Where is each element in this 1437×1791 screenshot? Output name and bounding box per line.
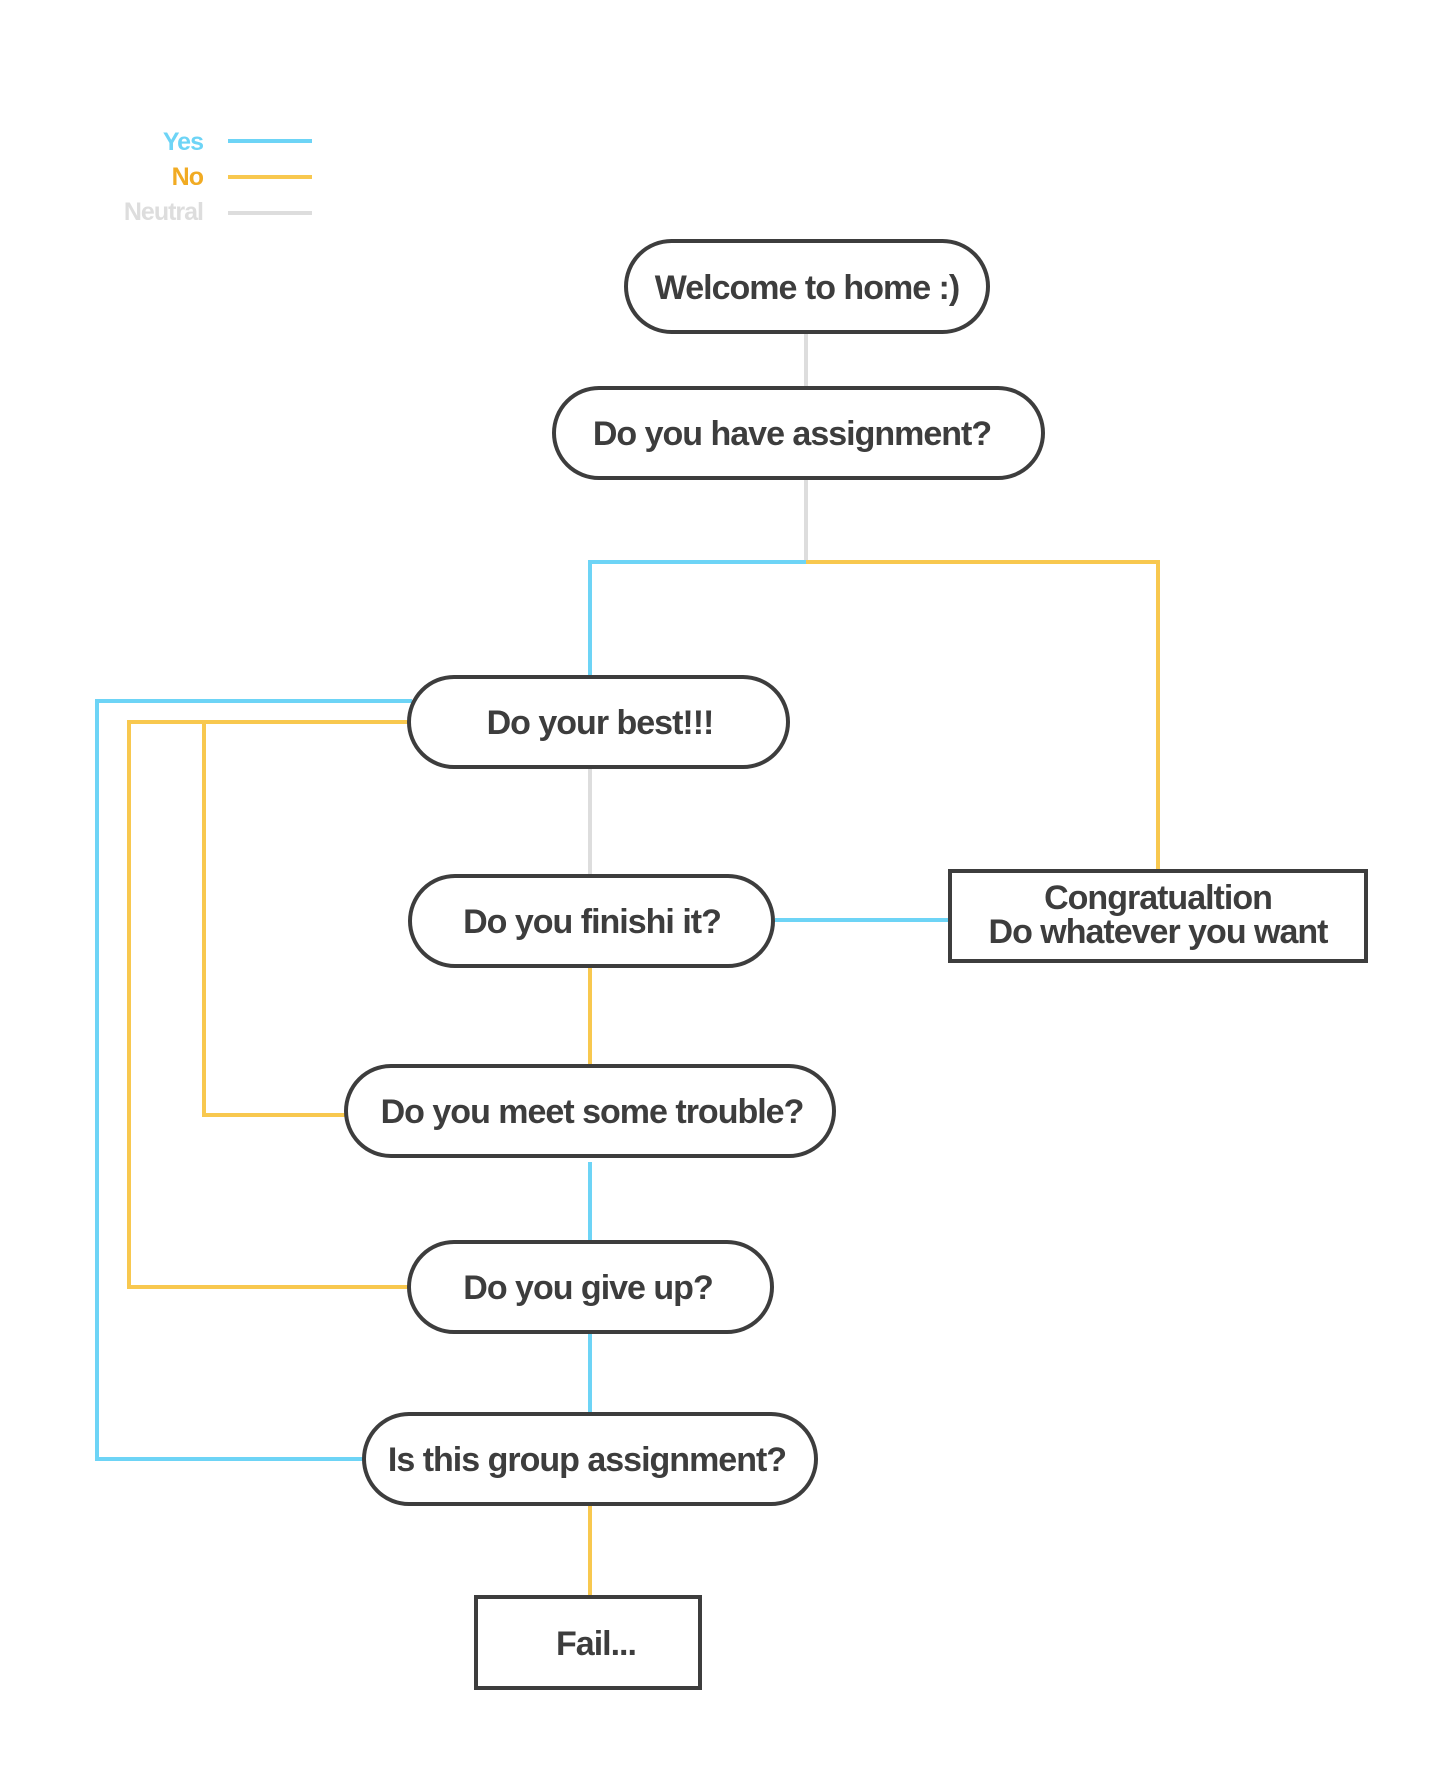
legend-no-label: No: [172, 163, 204, 191]
node-finish-label: Do you finishi it?: [463, 903, 721, 941]
node-congratulation-line2: Do whatever you want: [989, 913, 1329, 951]
connector-group-yes: [95, 699, 412, 1461]
connector-assignment-yes: [588, 560, 806, 676]
node-have-assignment: Do you have assignment?: [552, 386, 1045, 480]
node-do-your-best: Do your best!!!: [407, 675, 790, 769]
node-trouble-label: Do you meet some trouble?: [381, 1093, 804, 1131]
node-finish: Do you finishi it?: [408, 874, 775, 968]
node-welcome-label: Welcome to home :): [655, 269, 959, 307]
node-have-assignment-label: Do you have assignment?: [593, 415, 991, 453]
connector-trouble-no: [202, 720, 409, 1117]
connectors: [95, 332, 1160, 1596]
node-give-up-label: Do you give up?: [463, 1269, 712, 1307]
node-fail: Fail...: [474, 1595, 702, 1690]
node-congratulation: Congratualtion Do whatever you want: [948, 869, 1368, 963]
node-group-label: Is this group assignment?: [388, 1441, 786, 1479]
legend: Yes No Neutral: [124, 128, 312, 226]
legend-yes-label: Yes: [163, 128, 203, 156]
node-do-your-best-label: Do your best!!!: [487, 704, 714, 742]
node-give-up: Do you give up?: [407, 1240, 774, 1334]
node-welcome: Welcome to home :): [624, 239, 990, 334]
connector-giveup-no: [127, 720, 409, 1289]
legend-neutral-label: Neutral: [124, 198, 203, 226]
node-group: Is this group assignment?: [362, 1412, 818, 1506]
node-fail-label: Fail...: [556, 1625, 636, 1663]
node-congratulation-line1: Congratualtion: [1044, 879, 1272, 917]
node-trouble: Do you meet some trouble?: [344, 1064, 836, 1158]
connector-assignment-no: [806, 560, 1160, 870]
